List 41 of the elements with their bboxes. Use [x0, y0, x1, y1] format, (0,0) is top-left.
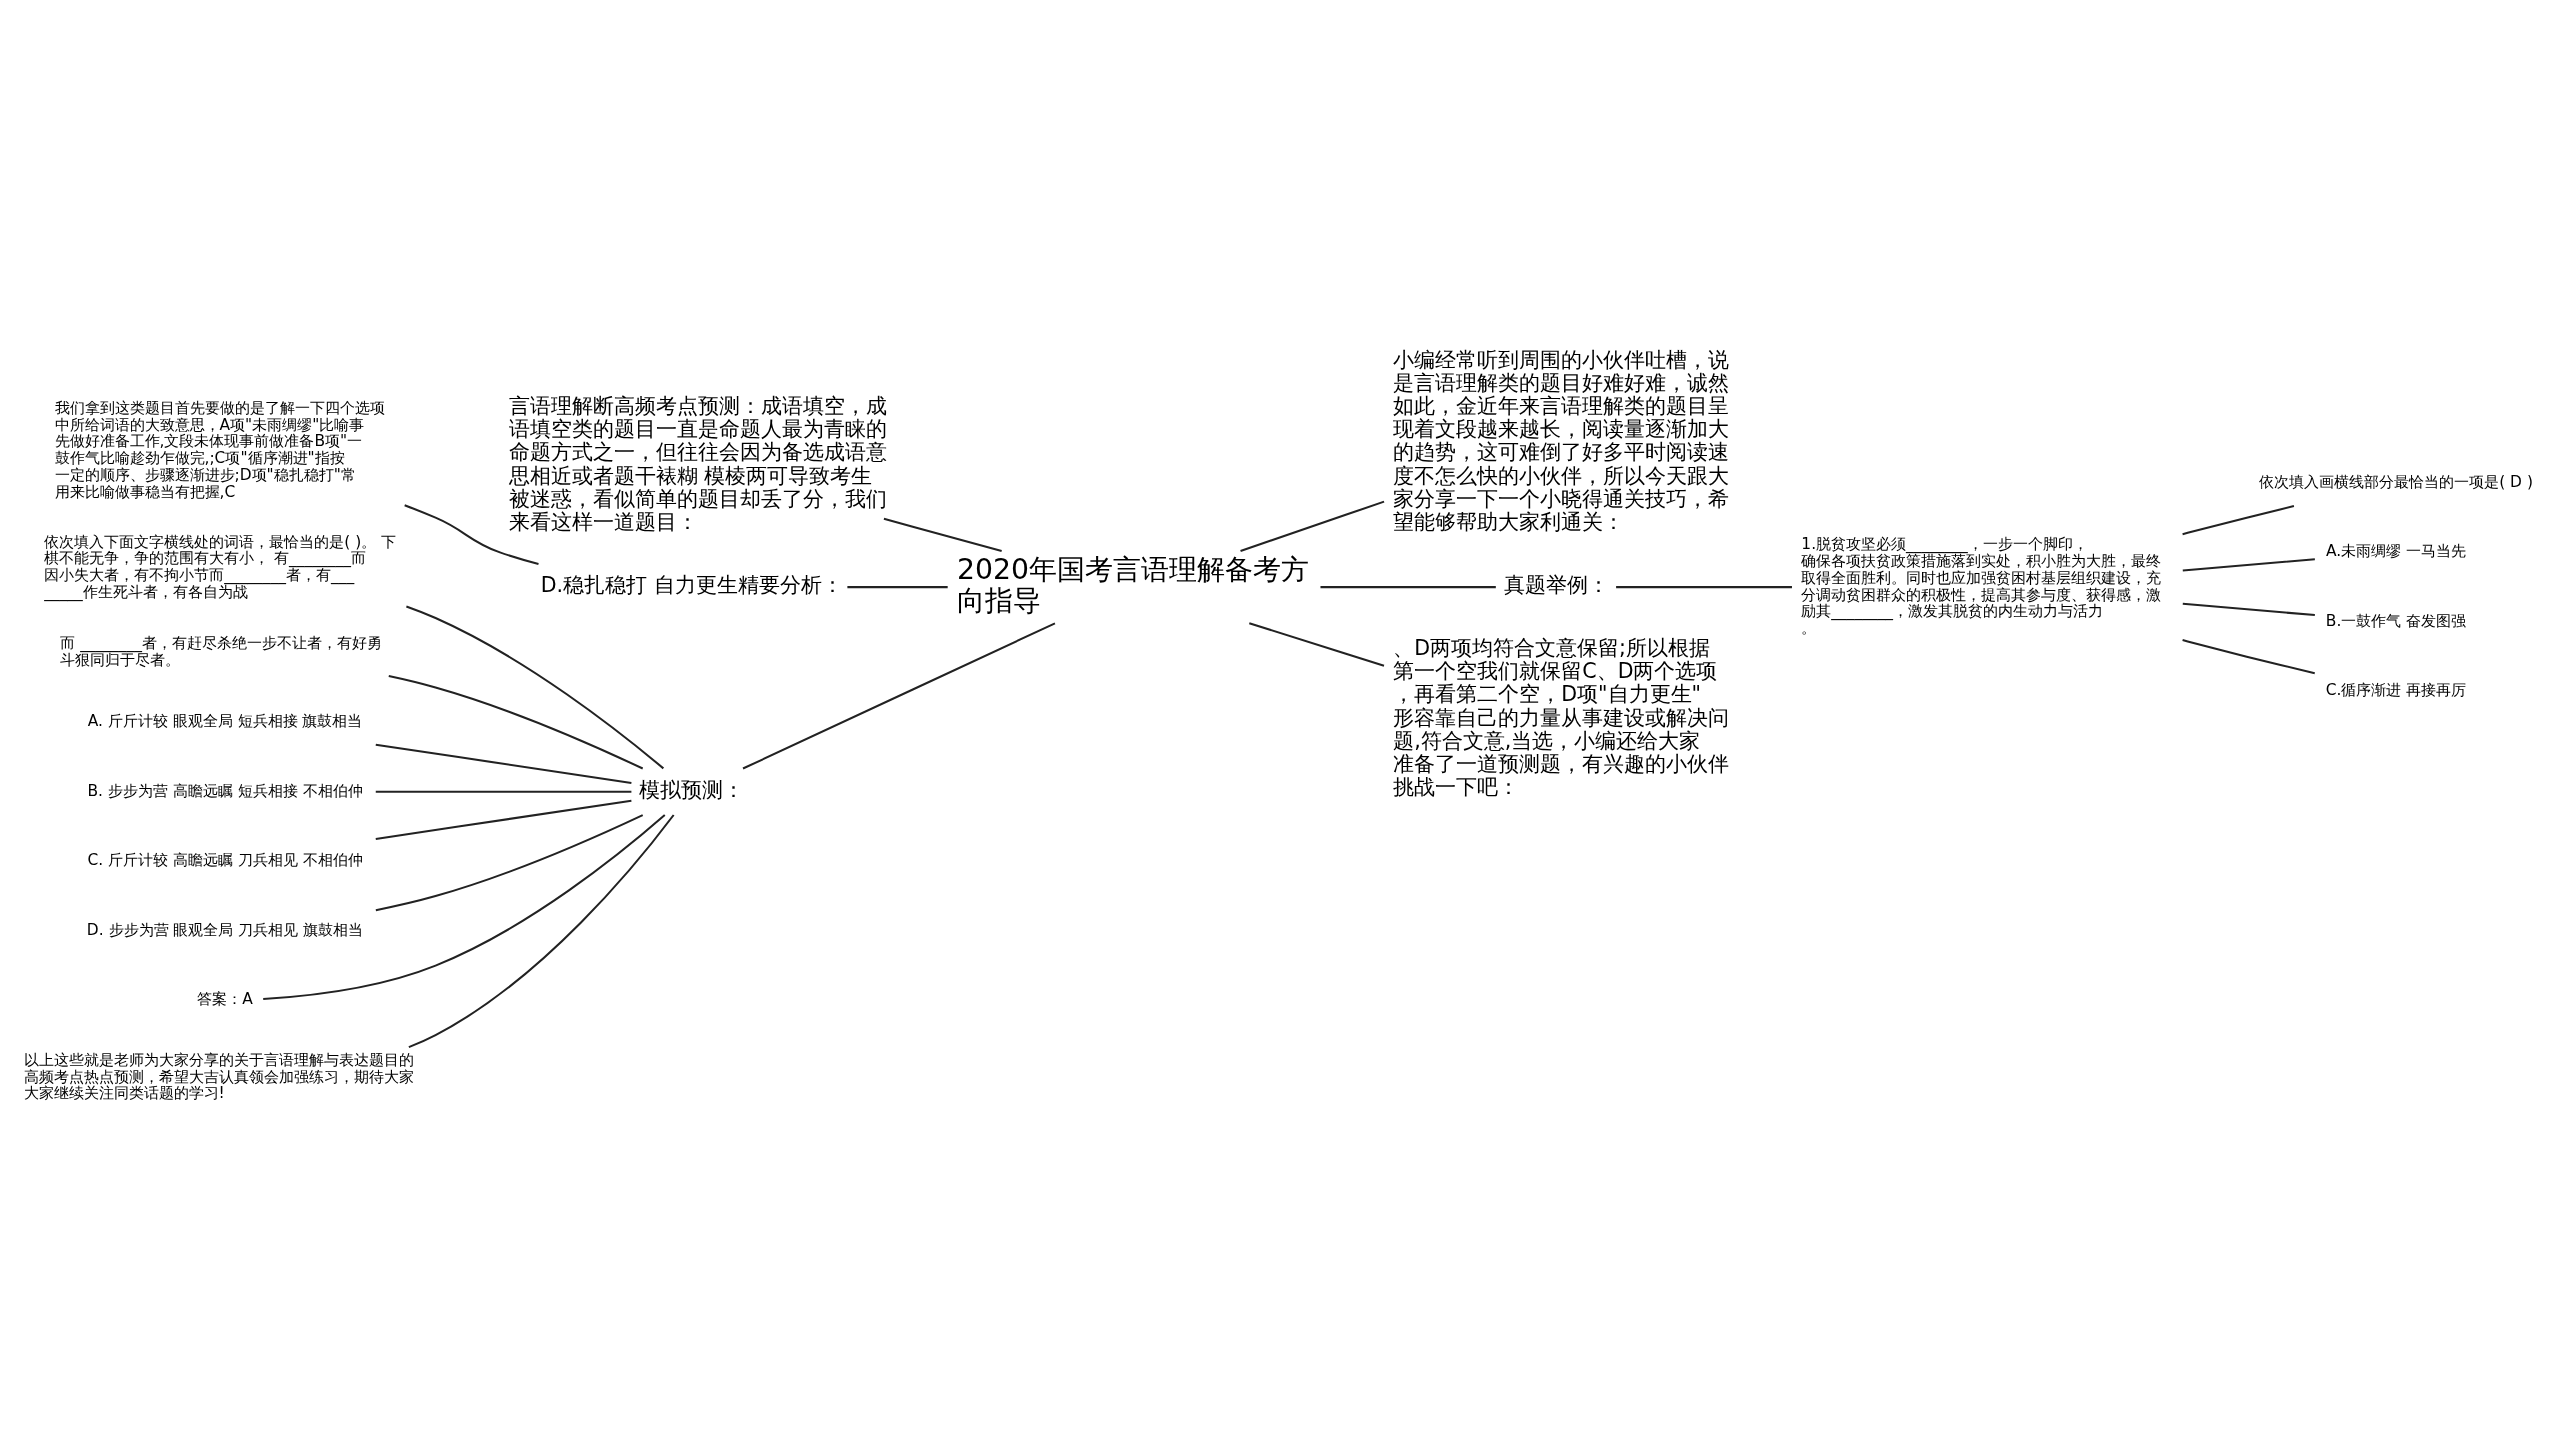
connector [375, 799, 632, 840]
connector [375, 743, 632, 784]
node-text: A. 斤斤计较 眼观全局 短兵相接 旗鼓相当 [87, 712, 363, 731]
connector [2182, 639, 2315, 675]
connector [406, 605, 665, 770]
node-text: D.稳扎稳打 自力更生精要分析： [540, 573, 843, 598]
node-text: 真题举例： [1503, 573, 1609, 598]
connector [408, 814, 675, 1049]
node-text: 依次填入下面文字横线处的词语，最恰当的是( )。 下棋不能无争，争的范围有大有小， 有________而因小失大者，有不拘小节而________者，有________作生死斗者，有各自为战 [44, 532, 397, 601]
connector [1249, 622, 1385, 667]
node-text: B.一鼓作气 奋发图强 [2325, 611, 2467, 630]
node-text: D. 步步为营 眼观全局 刀兵相见 旗鼓相当 [86, 920, 364, 939]
node-text: 以上这些就是老师为大家分享的关于言语理解与表达题目的高频考点热点预测，希望大吉认真领会加强练习，期待大家大家继续关注同类话题的学习! [23, 1050, 414, 1103]
node-text: C.循序渐进 再接再厉 [2325, 681, 2467, 700]
node-text: 模拟预测： [639, 777, 745, 802]
node-text: 1.脱贫攻坚必须________，一步一个脚印，确保各项扶贫政策措施落到实处，积小胜为大胜，最终取得全面胜利。同时也应加强贫困村基层组织建设，充分调动贫困群众的积极性，提高其参与度、获得感，激励其________，激发其脱贫的内生动力与活力。 [1801, 535, 2162, 637]
connector [375, 814, 644, 912]
connector [742, 622, 1056, 770]
connector [2182, 558, 2315, 572]
node-text: 依次填入画横线部分最恰当的一项是( D ) [2259, 472, 2533, 491]
node-text: A.未雨绸缪 一马当先 [2326, 542, 2467, 561]
connector [263, 814, 666, 1001]
node-text: B. 步步为营 高瞻远瞩 短兵相接 不相伯仲 [87, 781, 363, 800]
connector [883, 517, 1002, 553]
node-text: C. 斤斤计较 高瞻远瞩 刀兵相见 不相伯仲 [87, 851, 363, 870]
connector [404, 504, 539, 565]
node-text: 答案：A [197, 990, 253, 1009]
connector [2182, 505, 2295, 536]
connector [1240, 500, 1385, 552]
node-text: 、D两项均符合文意保留;所以根据第一个空我们就保留C、D两个选项，再看第二个空，D项"自力更生"形容靠自己的力量从事建设或解决问题,符合文意,当选，小编还给大家准备了一道预测题，有兴趣的小伙伴挑战一下吧： [1393, 636, 1730, 800]
connector [847, 586, 948, 589]
node-text: 言语理解断高频考点预测：成语填空，成语填空类的题目一直是命题人最为青睐的命题方式之一，但往往会因为备选成语意思相近或者题干裱糊 模棱两可导致考生被迷惑，看似简单的题目却丢了分，我们来看这样一道题目： [508, 394, 887, 534]
connector [388, 675, 644, 770]
node-text: 我们拿到这类题目首先要做的是了解一下四个选项中所给词语的大致意思，A项"未雨绸缪"比喻事先做好准备工作,文段未体现事前做准备B项"一鼓作气比喻趁劲乍做完,;C项"循序潮进"指按一定的顺序、步骤逐渐进步;D项"稳扎稳打"常用来比喻做事稳当有把握,C [54, 398, 385, 501]
node-text: 2020年国考言语理解备考方向指导 [956, 552, 1309, 617]
connector [2182, 602, 2315, 617]
connector [1616, 586, 1792, 589]
node-text: 小编经常听到周围的小伙伴吐槽，说是言语理解类的题目好难好难，诚然如此，金近年来言语理解类的题目呈现着文段越来越长，阅读量逐渐加大的趋势，这可难倒了好多平时阅读速度不怎么快的小伙伴，所以今天跟大家分享一下一个小晓得通关技巧，希望能够帮助大家利通关： [1393, 347, 1730, 534]
node-text: 而 ________者，有赶尽杀绝一步不让者，有好勇斗狠同归于尽者。 [60, 634, 382, 670]
connector [375, 790, 632, 793]
connector [1320, 586, 1496, 589]
